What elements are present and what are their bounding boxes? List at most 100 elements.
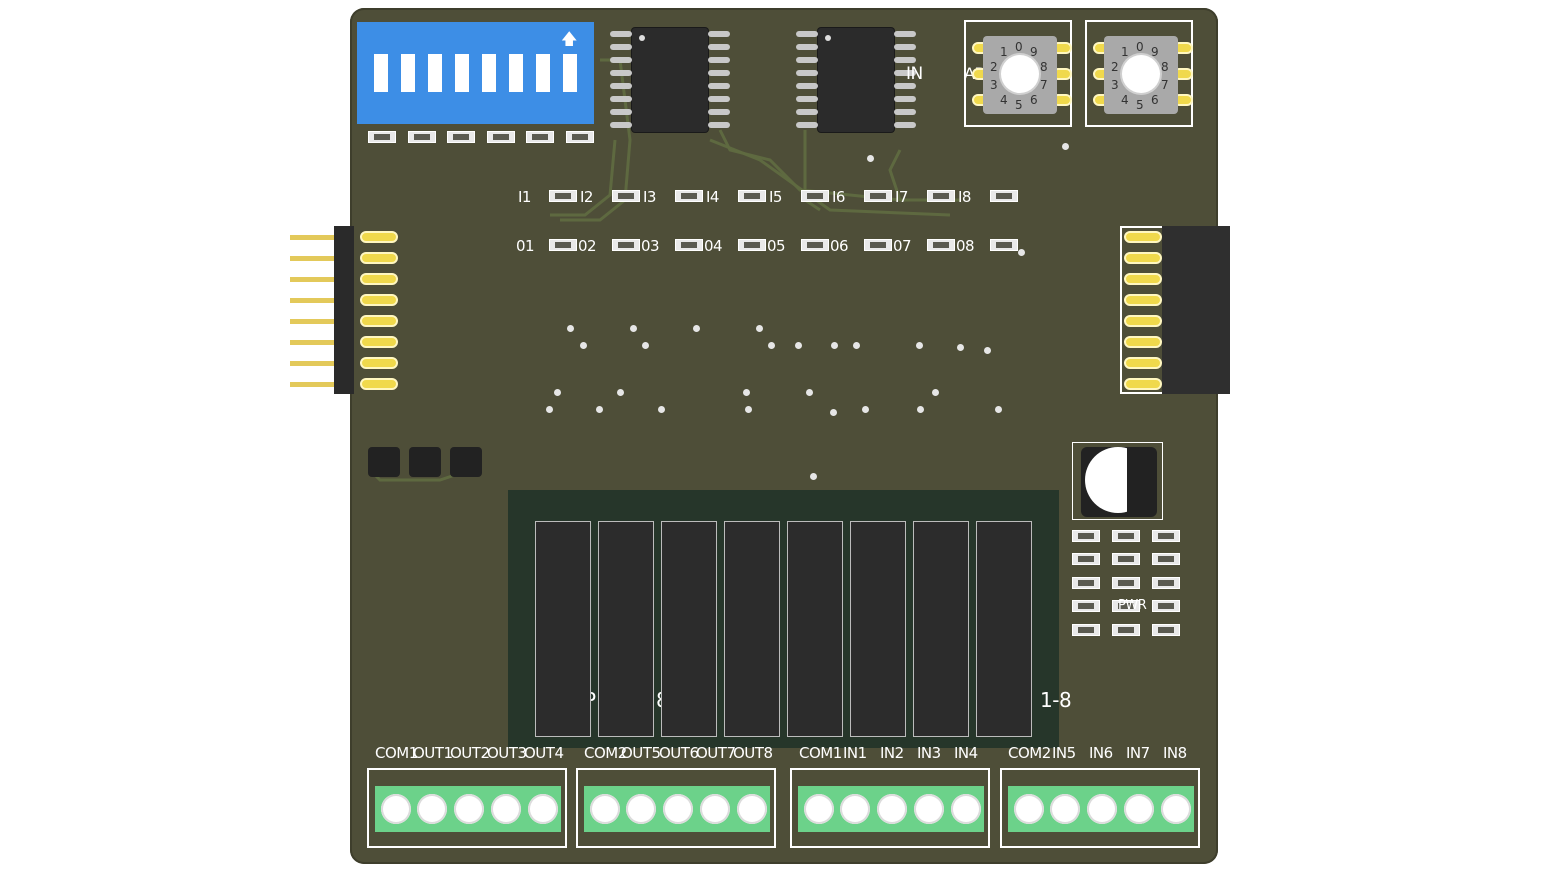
screw-terminal[interactable] <box>381 794 411 824</box>
led-power <box>1072 600 1100 612</box>
screw-terminal[interactable] <box>1124 794 1154 824</box>
resistor <box>566 131 594 143</box>
screw-terminal[interactable] <box>1161 794 1191 824</box>
terminal-label: OUT7 <box>696 744 736 762</box>
dip-toggle[interactable] <box>455 54 469 92</box>
led-output <box>612 239 640 251</box>
led-label-o3: 03 <box>641 237 660 255</box>
dip-toggle[interactable] <box>428 54 442 92</box>
led-input <box>990 190 1018 202</box>
terminal-label: IN3 <box>917 744 941 762</box>
relay <box>976 521 1032 737</box>
led-output <box>927 239 955 251</box>
screw-terminal[interactable] <box>737 794 767 824</box>
via <box>546 406 553 413</box>
screw-terminal[interactable] <box>491 794 521 824</box>
transistor <box>450 447 482 477</box>
resistor <box>1152 624 1180 636</box>
led-label-o7: 07 <box>893 237 912 255</box>
led-label-i5: I5 <box>769 188 782 206</box>
resistor <box>408 131 436 143</box>
led-input <box>864 190 892 202</box>
led-output <box>801 239 829 251</box>
screw-terminal[interactable] <box>1014 794 1044 824</box>
screw-terminal[interactable] <box>840 794 870 824</box>
via <box>917 406 924 413</box>
right-socket-header[interactable] <box>1120 226 1230 396</box>
resistor <box>1152 577 1180 589</box>
dip-toggle[interactable] <box>536 54 550 92</box>
dip-toggle[interactable] <box>401 54 415 92</box>
led-label-i4: I4 <box>706 188 719 206</box>
resistor <box>1072 577 1100 589</box>
led-label-o4: 04 <box>704 237 723 255</box>
screw-terminal[interactable] <box>951 794 981 824</box>
screw-terminal[interactable] <box>663 794 693 824</box>
terminal-label: IN2 <box>880 744 904 762</box>
terminal-label: COM1 <box>375 744 418 762</box>
terminal-label: COM2 <box>584 744 627 762</box>
via <box>810 473 817 480</box>
relay <box>724 521 780 737</box>
resistor <box>1072 624 1100 636</box>
resistor <box>487 131 515 143</box>
terminal-block-in-1-4[interactable] <box>790 768 990 848</box>
via <box>1062 143 1069 150</box>
dip-toggle[interactable] <box>563 54 577 92</box>
screw-terminal[interactable] <box>804 794 834 824</box>
screw-terminal[interactable] <box>1087 794 1117 824</box>
via <box>984 347 991 354</box>
led-label-o1: 01 <box>516 237 535 255</box>
via <box>1018 249 1025 256</box>
resistor <box>1112 553 1140 565</box>
rotary-knob[interactable] <box>1122 55 1160 93</box>
dip-toggle[interactable] <box>509 54 523 92</box>
relay <box>850 521 906 737</box>
terminal-block-out-5-8[interactable] <box>576 768 776 848</box>
rotary-knob[interactable] <box>1001 55 1039 93</box>
electrolytic-capacitor <box>1072 442 1163 520</box>
rotary-switch-1[interactable]: AD 0 9 8 7 6 5 4 3 2 1 <box>964 20 1072 127</box>
screw-terminal[interactable] <box>700 794 730 824</box>
screw-terminal[interactable] <box>528 794 558 824</box>
led-output <box>990 239 1018 251</box>
screw-terminal[interactable] <box>914 794 944 824</box>
dip-toggle[interactable] <box>374 54 388 92</box>
via <box>693 325 700 332</box>
relay <box>913 521 969 737</box>
left-pin-header[interactable] <box>290 226 410 396</box>
terminal-block-out-1-4[interactable] <box>367 768 567 848</box>
relay <box>661 521 717 737</box>
screw-terminal[interactable] <box>454 794 484 824</box>
terminal-block-in-5-8[interactable] <box>1000 768 1200 848</box>
screw-terminal[interactable] <box>417 794 447 824</box>
screw-terminal[interactable] <box>626 794 656 824</box>
terminal-label: OUT5 <box>621 744 661 762</box>
rotary-switch-2[interactable]: 0 9 8 7 6 5 4 3 2 1 <box>1085 20 1193 127</box>
via <box>642 342 649 349</box>
resistor <box>1112 577 1140 589</box>
led-label-i7: I7 <box>895 188 908 206</box>
dip-toggle[interactable] <box>482 54 496 92</box>
screw-terminal[interactable] <box>877 794 907 824</box>
via <box>756 325 763 332</box>
led-input <box>927 190 955 202</box>
screw-terminal[interactable] <box>590 794 620 824</box>
via <box>830 409 837 416</box>
resistor <box>1072 553 1100 565</box>
terminal-label: IN6 <box>1089 744 1113 762</box>
dip-switch[interactable]: 🡅 <box>357 22 594 124</box>
terminal-label: IN7 <box>1126 744 1150 762</box>
via <box>630 325 637 332</box>
via <box>957 344 964 351</box>
arrow-up-icon: 🡅 <box>561 29 578 48</box>
led-input <box>675 190 703 202</box>
led-output <box>675 239 703 251</box>
led-label-o8: 08 <box>956 237 975 255</box>
resistor <box>1112 624 1140 636</box>
led-input <box>549 190 577 202</box>
terminal-label: OUT2 <box>450 744 490 762</box>
screw-terminal[interactable] <box>1050 794 1080 824</box>
led-label-i3: I3 <box>643 188 656 206</box>
transistor <box>409 447 441 477</box>
